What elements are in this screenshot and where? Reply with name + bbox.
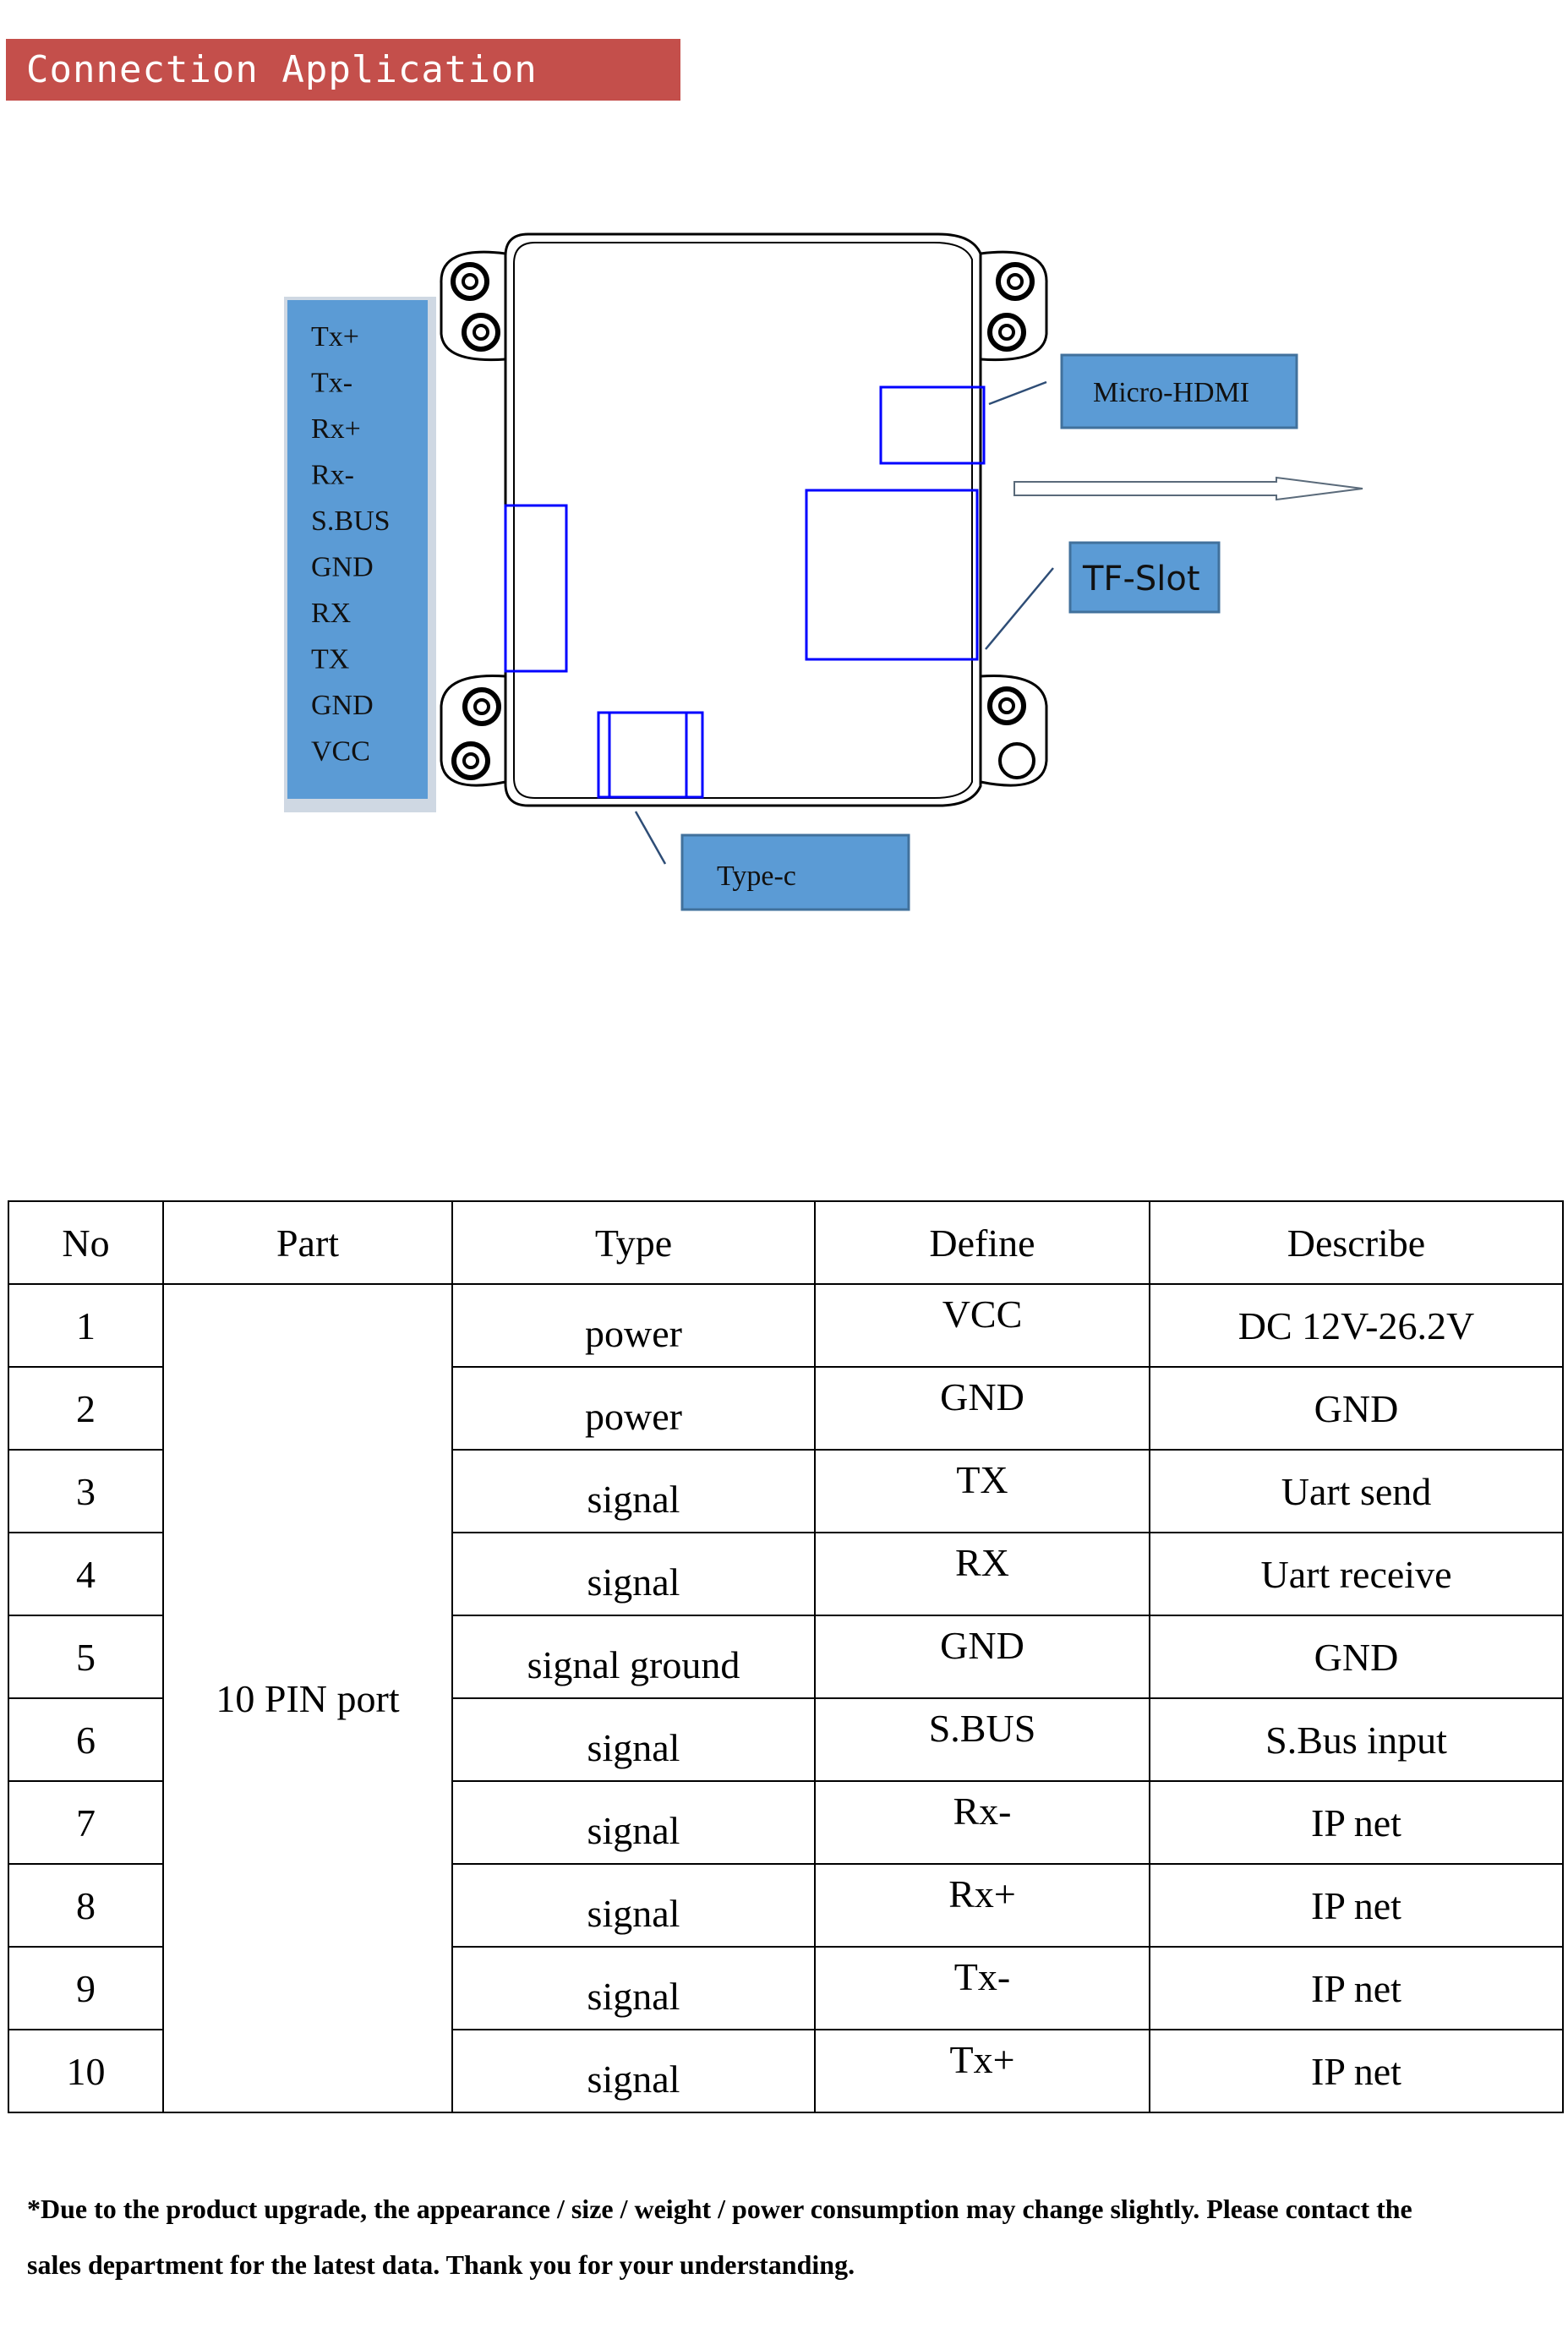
cell-type: signal <box>451 1863 816 1948</box>
cell-describe: Uart receive <box>1149 1532 1564 1616</box>
pin-label-list: Tx+ Tx- Rx+ Rx- S.BUS GND RX TX GND VCC <box>311 321 391 768</box>
micro-hdmi-callout <box>1060 353 1298 429</box>
pin-label: RX <box>311 598 351 629</box>
cell-define: S.BUS <box>814 1697 1150 1782</box>
cell-no: 3 <box>8 1449 164 1533</box>
cell-define: GND <box>814 1366 1150 1451</box>
header-describe: Describe <box>1149 1200 1564 1285</box>
cell-type: signal <box>451 1946 816 2030</box>
pin-label: TX <box>311 644 349 675</box>
cell-describe: IP net <box>1149 2029 1564 2113</box>
leader-lines <box>634 380 1054 865</box>
cell-define: Tx- <box>814 1946 1150 2030</box>
cell-type: signal <box>451 2029 816 2113</box>
micro-hdmi-label: Micro-HDMI <box>1093 377 1249 408</box>
tf-slot-label: TF-Slot <box>1082 560 1200 598</box>
pin-label: Rx- <box>311 460 354 491</box>
cell-define: RX <box>814 1532 1150 1616</box>
cell-describe: S.Bus input <box>1149 1697 1564 1782</box>
cell-describe: DC 12V-26.2V <box>1149 1283 1564 1368</box>
cell-describe: Uart send <box>1149 1449 1564 1533</box>
footnote-line-2: sales department for the latest data. Th… <box>27 2249 855 2280</box>
pin-label: GND <box>311 690 374 721</box>
pin-label: GND <box>311 552 374 583</box>
cell-define: TX <box>814 1449 1150 1533</box>
arrow-icon <box>1013 476 1363 501</box>
header-type: Type <box>451 1200 816 1285</box>
cell-describe: GND <box>1149 1366 1564 1451</box>
cell-no: 1 <box>8 1283 164 1368</box>
cell-no: 8 <box>8 1863 164 1948</box>
type-c-label: Type-c <box>717 861 796 892</box>
table-header-row: No Part Type Define Describe <box>8 1200 1564 1285</box>
cell-define: Rx+ <box>814 1863 1150 1948</box>
micro-hdmi-connector <box>879 385 986 465</box>
cell-define: VCC <box>814 1283 1150 1368</box>
pin-label: S.BUS <box>311 505 391 537</box>
cell-no: 10 <box>8 2029 164 2113</box>
cell-no: 5 <box>8 1615 164 1699</box>
connection-diagram: Tx+ Tx- Rx+ Rx- S.BUS GND RX TX GND VCC <box>284 232 1363 911</box>
mounting-holes <box>451 262 1035 780</box>
cell-no: 2 <box>8 1366 164 1451</box>
pin-label: VCC <box>311 736 370 768</box>
tf-slot-callout <box>1068 541 1221 614</box>
cell-part: 10 PIN port <box>162 1283 453 2113</box>
type-c-connector <box>597 711 704 799</box>
cell-describe: IP net <box>1149 1863 1564 1948</box>
header-part: Part <box>162 1200 453 1285</box>
pin-label: Rx+ <box>311 413 361 445</box>
cell-type: signal <box>451 1532 816 1616</box>
cell-type: power <box>451 1283 816 1368</box>
footnote: *Due to the product upgrade, the appeara… <box>27 2181 1540 2292</box>
cell-no: 7 <box>8 1780 164 1865</box>
cell-type: signal <box>451 1449 816 1533</box>
cell-type: signal <box>451 1780 816 1865</box>
pin-label: Tx- <box>311 368 352 399</box>
tf-slot-connector <box>805 489 979 661</box>
cell-type: power <box>451 1366 816 1451</box>
header-define: Define <box>814 1200 1150 1285</box>
cell-type: signal <box>451 1697 816 1782</box>
cell-define: Rx- <box>814 1780 1150 1865</box>
cell-describe: IP net <box>1149 1780 1564 1865</box>
cell-describe: IP net <box>1149 1946 1564 2030</box>
cell-define: GND <box>814 1615 1150 1699</box>
header-no: No <box>8 1200 164 1285</box>
pin-panel <box>287 300 428 799</box>
section-title: Connection Application Diagram <box>6 39 680 153</box>
cell-no: 4 <box>8 1532 164 1616</box>
type-c-callout <box>680 833 910 911</box>
cell-define: Tx+ <box>814 2029 1150 2113</box>
cell-describe: GND <box>1149 1615 1564 1699</box>
cell-no: 9 <box>8 1946 164 2030</box>
cell-no: 6 <box>8 1697 164 1782</box>
board-outline <box>440 232 1048 807</box>
pin-label: Tx+ <box>311 321 359 352</box>
cell-type: signal ground <box>451 1615 816 1699</box>
pin-header-connector <box>504 504 568 673</box>
footnote-line-1: *Due to the product upgrade, the appeara… <box>27 2194 1412 2224</box>
